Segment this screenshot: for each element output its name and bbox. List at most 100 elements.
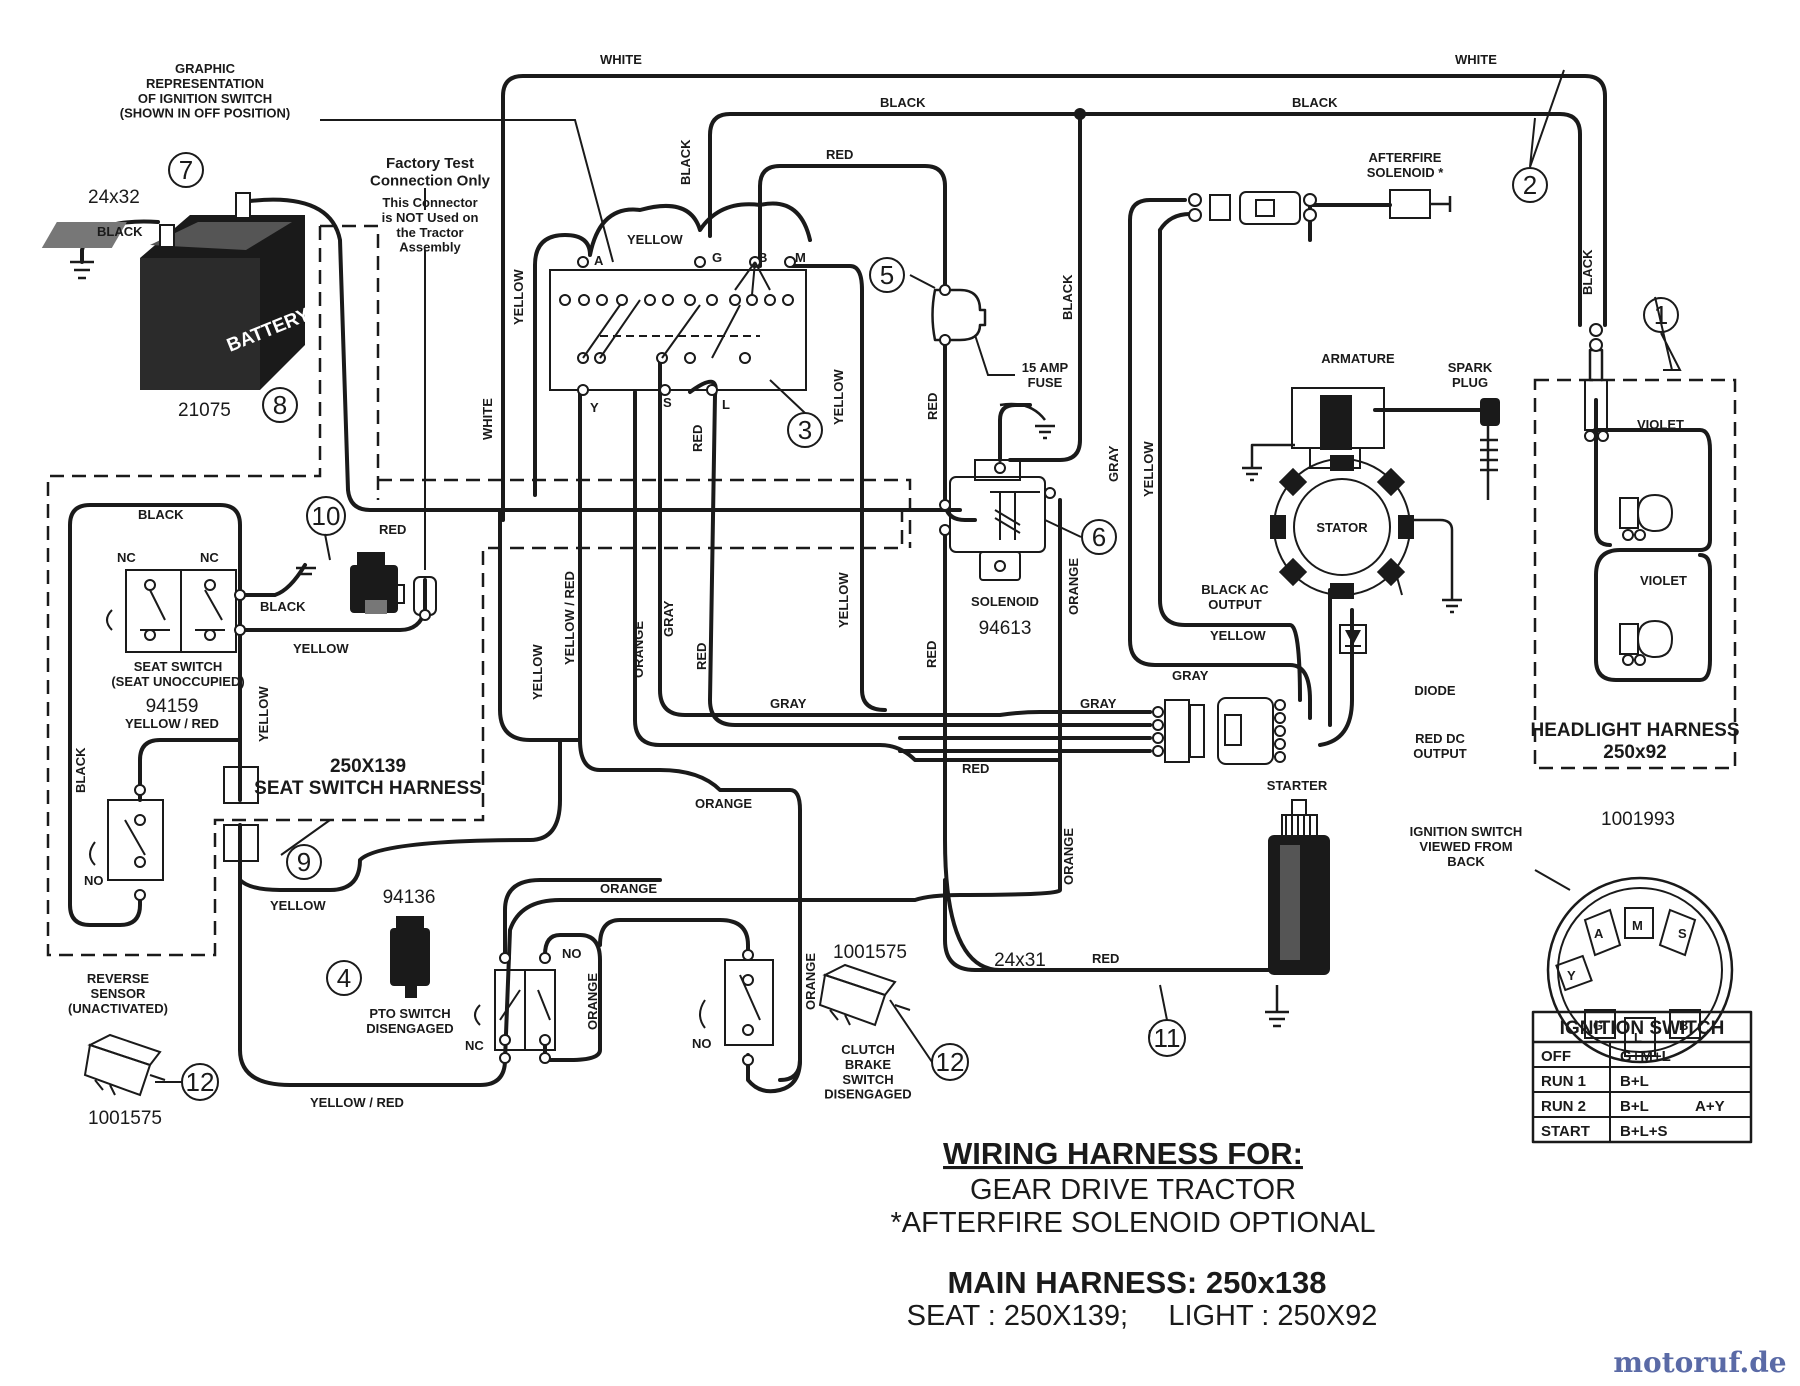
label-black: BLACK xyxy=(1580,249,1595,295)
pto-orange-2 xyxy=(543,933,602,1062)
switch-terminal-label: B xyxy=(758,250,767,265)
starter-label: STARTER xyxy=(1267,778,1328,793)
headlight-harness xyxy=(1533,323,1737,770)
pto-switch-part xyxy=(390,916,430,998)
callout-6: 6 xyxy=(1081,519,1117,555)
svg-text:2: 2 xyxy=(1523,170,1537,200)
leader-lines xyxy=(155,69,1682,1083)
label-orange: ORANGE xyxy=(631,621,646,678)
title-heading: WIRING HARNESS FOR: xyxy=(943,1136,1303,1171)
label-black: BLACK xyxy=(97,224,143,239)
label-red: RED xyxy=(925,393,940,420)
spark-plug xyxy=(1480,398,1500,500)
label-violet: VIOLET xyxy=(1637,417,1684,432)
table-cell: B+L+S xyxy=(1620,1123,1668,1140)
ignition-part-label: 1001993 xyxy=(1601,809,1675,830)
stator-label: STATOR xyxy=(1316,520,1368,535)
seat-yellow-red xyxy=(138,738,242,802)
ign-terminal-l: L xyxy=(1634,1030,1642,1045)
gray-stator xyxy=(1128,198,1312,720)
clutch-sensor-part xyxy=(818,963,911,1027)
label-yellow: YELLOW xyxy=(1141,441,1156,497)
label-yellow: YELLOW xyxy=(836,572,851,628)
battery: BATTERY xyxy=(41,192,313,390)
main-harness-connector xyxy=(1152,697,1286,765)
black-wire-top xyxy=(708,112,1582,327)
label-black: BLACK xyxy=(138,507,184,522)
label-gray: GRAY xyxy=(661,600,676,637)
reverse-sensor-part xyxy=(83,1033,166,1097)
harness-dash-top xyxy=(378,478,912,548)
label-yellow: YELLOW xyxy=(1210,628,1266,643)
callout-7: 7 xyxy=(168,152,204,188)
table-title: IGNITION SWITCH xyxy=(1560,1018,1725,1039)
svg-text:6: 6 xyxy=(1092,522,1106,552)
nc-label: NC xyxy=(200,550,219,565)
headlight-return xyxy=(1594,398,1612,547)
label-red: RED xyxy=(962,761,989,776)
callout-12: 12 xyxy=(181,1063,219,1101)
nc-label: NC xyxy=(117,550,136,565)
svg-text:5: 5 xyxy=(880,260,894,290)
white-wire-top xyxy=(501,74,1607,497)
switch-terminal-label: L xyxy=(722,397,730,412)
title-line1: GEAR DRIVE TRACTOR xyxy=(970,1174,1296,1206)
yellow-v2 xyxy=(860,503,887,712)
leader-line xyxy=(1534,869,1571,891)
svg-text:12: 12 xyxy=(936,1047,965,1077)
callout-3: 3 xyxy=(787,412,823,448)
label-red: RED xyxy=(379,522,406,537)
label-black: BLACK xyxy=(880,95,926,110)
table-cell: B+L xyxy=(1620,1098,1649,1115)
table-cell: START xyxy=(1541,1123,1590,1140)
svg-text:9: 9 xyxy=(297,847,311,877)
pto-orange-wire xyxy=(503,878,662,957)
black-wire-solenoid xyxy=(1008,112,1082,462)
stator xyxy=(1270,455,1414,599)
red-dc xyxy=(1318,608,1354,747)
table-cell: RUN 1 xyxy=(1541,1073,1586,1090)
ignition-table: IGNITION SWITCH OFF G+M+L RUN 1 B+L RUN … xyxy=(1531,1010,1753,1144)
ground-symbol xyxy=(1265,985,1289,1028)
table-cell: A+Y xyxy=(1695,1098,1725,1115)
seat-harness-outline xyxy=(46,224,904,957)
diode-label: DIODE xyxy=(1414,683,1456,698)
ign-terminal-m: M xyxy=(1632,918,1643,933)
switch-body xyxy=(549,269,807,391)
ground-symbol xyxy=(999,402,1055,440)
orange-v1 xyxy=(633,390,1062,762)
callout-12: 12 xyxy=(931,1043,969,1081)
label-orange: ORANGE xyxy=(600,881,657,896)
headlight-feed xyxy=(1593,428,1712,682)
title-line2: *AFTERFIRE SOLENOID OPTIONAL xyxy=(890,1207,1375,1239)
label-orange: ORANGE xyxy=(585,973,600,1030)
ign-terminal-b: B xyxy=(1679,1018,1688,1033)
yellow-red-v xyxy=(578,390,802,1082)
switch-contacts xyxy=(559,256,796,396)
pto-switch xyxy=(474,952,556,1064)
battery-part-label: 21075 xyxy=(178,400,231,421)
label-red: RED xyxy=(690,425,705,452)
afterfire-connector xyxy=(1188,191,1317,225)
table-cell: RUN 2 xyxy=(1541,1098,1586,1115)
label-black: BLACK xyxy=(1292,95,1338,110)
table-cell: OFF xyxy=(1541,1048,1571,1065)
sub-harness-title: SEAT : 250X139; LIGHT : 250X92 xyxy=(907,1300,1378,1332)
label-gray: GRAY xyxy=(1106,445,1121,482)
callout-8: 8 xyxy=(262,387,298,423)
ground-symbol xyxy=(1242,443,1295,482)
label-black: BLACK xyxy=(678,139,693,185)
pto-part-label: 94136 xyxy=(383,887,436,908)
label-red: RED xyxy=(924,641,939,668)
